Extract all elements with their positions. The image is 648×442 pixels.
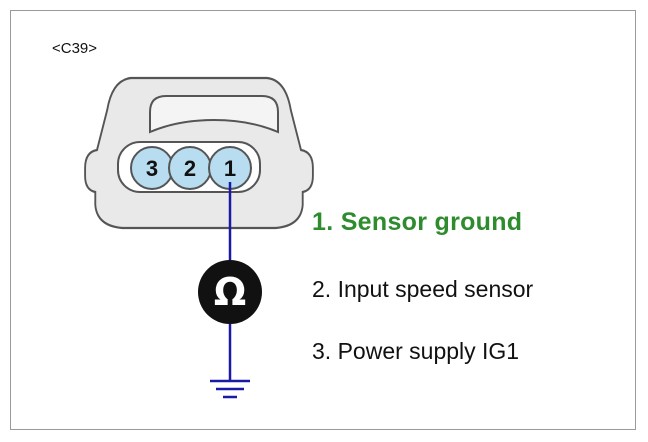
ohmmeter-icon: Ω xyxy=(198,260,262,324)
pin-2-label: 2 xyxy=(184,156,196,181)
pin-3: 3 xyxy=(130,146,174,190)
pin-3-label: 3 xyxy=(146,156,158,181)
pin-2: 2 xyxy=(168,146,212,190)
pin-1-label: 1 xyxy=(224,156,236,181)
connector-id-label: <C39> xyxy=(52,40,98,57)
legend-item-input-speed-sensor: 2. Input speed sensor xyxy=(312,276,534,302)
legend-item-sensor-ground: 1. Sensor ground xyxy=(312,208,523,236)
connector-latch xyxy=(149,95,279,134)
meter-symbol: Ω xyxy=(214,270,246,314)
legend-item-power-supply: 3. Power supply IG1 xyxy=(312,338,520,364)
ground-icon xyxy=(210,379,250,399)
pin-1: 1 xyxy=(208,146,252,190)
